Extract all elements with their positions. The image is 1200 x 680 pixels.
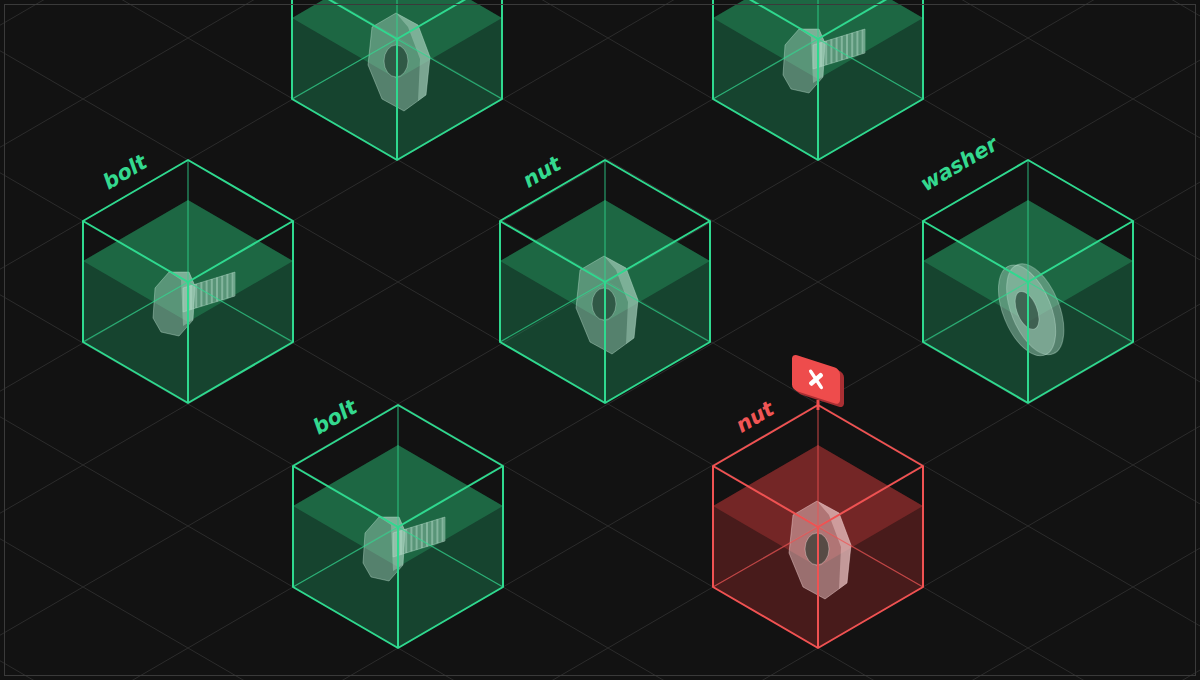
grid-line — [0, 661, 1200, 680]
part-label: bolt — [99, 150, 151, 194]
cube-back-edge — [605, 282, 710, 342]
cube-edge — [818, 466, 923, 527]
cube-outline — [923, 160, 1133, 403]
cube-edge — [923, 221, 1028, 282]
cube-edge — [1028, 221, 1133, 282]
cube-outline — [713, 0, 923, 160]
badge-cross — [811, 372, 821, 387]
grid-line — [0, 0, 1200, 513]
cube-back-edge — [188, 282, 293, 342]
cube-edge — [397, 527, 399, 648]
cube-edge — [397, 0, 502, 39]
cube-edge — [817, 527, 819, 648]
cube-back-edge — [83, 282, 188, 342]
badge-face — [792, 354, 840, 406]
cube-back-edge — [818, 39, 923, 99]
part-cube: bolt — [83, 160, 293, 403]
grid-line — [0, 539, 1200, 680]
cube-outline-svg — [713, 405, 923, 648]
cube-back-edge — [293, 527, 398, 587]
cube-edge — [293, 466, 398, 527]
grid-line — [0, 417, 1200, 680]
grid-line — [0, 0, 1200, 504]
cube-back-edge — [187, 160, 188, 282]
error-badge — [792, 354, 844, 410]
part-cube: nut — [500, 160, 710, 403]
grid-line — [0, 0, 1200, 138]
cube-outline — [83, 160, 293, 403]
grid-line — [0, 182, 1200, 680]
cube-outline — [293, 405, 503, 648]
grid-line — [0, 426, 1200, 680]
part-cube: nut — [713, 405, 923, 648]
cube-back-edge — [292, 39, 397, 99]
grid-line — [0, 0, 1200, 626]
part-cube: bolt — [293, 405, 503, 648]
cube-edge — [188, 221, 293, 282]
cube-outline — [292, 0, 502, 160]
cube-edge — [500, 221, 605, 282]
grid-line — [0, 60, 1200, 680]
grid-line — [0, 51, 1200, 680]
cube-back-edge — [397, 39, 502, 99]
cube-back-edge — [817, 405, 818, 527]
cube-back-edge — [713, 39, 818, 99]
grid-line — [0, 0, 1200, 391]
grid-line — [0, 173, 1200, 680]
cube-outline — [713, 405, 923, 648]
cube-back-edge — [396, 0, 397, 39]
cube-outline-svg — [293, 405, 503, 648]
grid-line — [0, 0, 1200, 25]
cube-outline — [500, 160, 710, 403]
cube-edge — [83, 221, 188, 282]
cube-back-edge — [818, 527, 923, 587]
cube-edge — [396, 39, 398, 160]
cube-back-edge — [1028, 282, 1133, 342]
cube-outline-svg — [83, 160, 293, 403]
washer-ring — [987, 254, 1076, 366]
cube-back-edge — [397, 405, 398, 527]
cube-back-edge — [1027, 160, 1028, 282]
cube-edge — [817, 39, 819, 160]
cube-outline-svg — [500, 160, 710, 403]
grid-line — [0, 0, 1200, 16]
cube-edge — [1027, 282, 1029, 403]
cube-edge — [605, 221, 710, 282]
cube-edge — [604, 282, 606, 403]
cube-back-edge — [923, 282, 1028, 342]
cube-edge — [818, 0, 923, 39]
cube-back-edge — [500, 282, 605, 342]
cube-edge — [292, 0, 397, 39]
part-cube: washer — [923, 160, 1133, 403]
part-label: washer — [916, 132, 1002, 196]
grid-line — [0, 548, 1200, 680]
cube-back-edge — [604, 160, 605, 282]
partial-cubes — [292, 0, 923, 160]
partial-cube — [713, 0, 923, 160]
badge-cross — [811, 372, 821, 387]
part-label: bolt — [309, 395, 361, 439]
partial-cube — [292, 0, 502, 160]
grid-line — [0, 0, 1200, 147]
cube-back-edge — [713, 527, 818, 587]
cube-back-edge — [817, 0, 818, 39]
cube-edge — [713, 466, 818, 527]
cube-edge — [398, 466, 503, 527]
cube-edge — [187, 282, 189, 403]
grid-line — [0, 0, 1200, 382]
grid-line — [0, 670, 1200, 680]
cube-edge — [713, 0, 818, 39]
cube-back-edge — [398, 527, 503, 587]
cube-outline-svg — [923, 160, 1133, 403]
grid-line — [0, 0, 1200, 635]
